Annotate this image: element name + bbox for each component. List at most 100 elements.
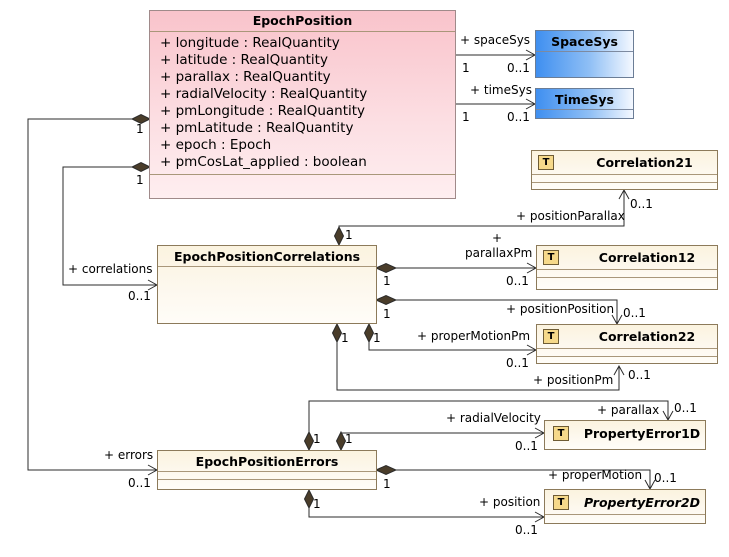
assoc-positionpm-line bbox=[336, 324, 620, 391]
template-type-icon: T bbox=[538, 155, 554, 170]
composition-diamond-errors bbox=[130, 113, 152, 125]
composition-diamond-propermotion bbox=[374, 464, 398, 476]
composition-diamond-parallaxpm bbox=[374, 262, 398, 274]
class-divider bbox=[158, 471, 376, 472]
multiplicity-label: 1 bbox=[136, 173, 144, 187]
multiplicity-label: 1 bbox=[462, 110, 470, 124]
class-divider bbox=[536, 109, 633, 110]
class-correlation22-title: Correlation22 bbox=[598, 329, 696, 344]
class-correlation12[interactable]: T Correlation12 bbox=[536, 245, 718, 290]
class-epoch-position-correlations[interactable]: EpochPositionCorrelations bbox=[157, 245, 377, 324]
role-label-parallax: + parallax bbox=[597, 403, 660, 417]
class-divider bbox=[532, 182, 717, 183]
multiplicity-label: 0..1 bbox=[128, 289, 151, 303]
class-correlation21[interactable]: T Correlation21 bbox=[531, 150, 718, 190]
multiplicity-label: 1 bbox=[313, 497, 321, 511]
role-label-spacesys: + spaceSys bbox=[460, 33, 531, 47]
class-divider bbox=[537, 269, 717, 270]
class-epoch-position-errors-title: EpochPositionErrors bbox=[195, 454, 339, 469]
multiplicity-label: 1 bbox=[313, 432, 321, 446]
multiplicity-label: 1 bbox=[341, 331, 349, 345]
role-label-positionparallax: + positionParallax bbox=[516, 209, 625, 223]
class-correlation22[interactable]: T Correlation22 bbox=[536, 324, 718, 364]
class-epoch-position-errors[interactable]: EpochPositionErrors bbox=[157, 450, 377, 490]
multiplicity-label: 0..1 bbox=[515, 523, 538, 537]
class-divider bbox=[532, 174, 717, 175]
role-label-positionposition: + positionPosition bbox=[506, 302, 615, 316]
multiplicity-label: 1 bbox=[345, 228, 353, 242]
class-property-error-2d[interactable]: T PropertyError2D bbox=[544, 489, 706, 524]
attribute-latitude: + latitude : RealQuantity bbox=[160, 52, 328, 68]
role-label-errors: + errors bbox=[104, 448, 154, 462]
class-epoch-position[interactable]: EpochPosition + longitude : RealQuantity… bbox=[149, 10, 456, 199]
assoc-positionposition-line bbox=[376, 299, 618, 324]
multiplicity-label: 1 bbox=[462, 61, 470, 75]
role-label-radialvelocity: + radialVelocity bbox=[446, 411, 541, 425]
class-divider bbox=[537, 348, 717, 349]
class-epoch-position-correlations-title: EpochPositionCorrelations bbox=[173, 249, 361, 264]
assoc-positionparallax-arrow bbox=[618, 188, 630, 200]
assoc-errors-line bbox=[27, 118, 157, 471]
assoc-propermotion-line bbox=[376, 469, 651, 489]
multiplicity-label: 0..1 bbox=[506, 274, 529, 288]
template-type-icon: T bbox=[543, 329, 559, 344]
multiplicity-label: 0..1 bbox=[674, 401, 697, 415]
assoc-correlations-line bbox=[62, 166, 157, 286]
composition-diamond-positionposition bbox=[374, 294, 398, 306]
template-type-icon: T bbox=[543, 250, 559, 265]
assoc-positionpm-arrow bbox=[613, 364, 625, 376]
composition-diamond-position bbox=[303, 488, 315, 510]
class-divider bbox=[150, 174, 455, 175]
class-property-error-1d[interactable]: T PropertyError1D bbox=[544, 420, 706, 450]
role-label-positionpm: + positionPm bbox=[533, 373, 614, 387]
role-label-propermotionpm: + properMotionPm bbox=[417, 329, 531, 343]
class-divider bbox=[545, 514, 705, 515]
role-label-position: + position bbox=[479, 495, 541, 509]
composition-diamond-correlations bbox=[130, 161, 152, 173]
role-label-parallaxpm: parallaxPm bbox=[465, 246, 533, 260]
attribute-parallax: + parallax : RealQuantity bbox=[160, 69, 331, 85]
multiplicity-label: 0..1 bbox=[628, 368, 651, 382]
class-time-sys[interactable]: TimeSys bbox=[535, 88, 634, 119]
class-divider bbox=[158, 266, 376, 267]
assoc-parallax-line bbox=[308, 400, 669, 450]
class-divider bbox=[150, 31, 455, 32]
multiplicity-label: 0..1 bbox=[623, 306, 646, 320]
attribute-longitude: + longitude : RealQuantity bbox=[160, 35, 340, 51]
class-space-sys[interactable]: SpaceSys bbox=[535, 30, 634, 78]
role-label-correlations: + correlations bbox=[68, 262, 153, 276]
multiplicity-label: 1 bbox=[373, 331, 381, 345]
composition-diamond-positionpm bbox=[331, 322, 343, 344]
multiplicity-label: 0..1 bbox=[654, 471, 677, 485]
class-time-sys-title: TimeSys bbox=[555, 92, 614, 107]
class-divider bbox=[537, 356, 717, 357]
composition-diamond-parallax bbox=[303, 430, 315, 452]
multiplicity-label: 1 bbox=[345, 432, 353, 446]
class-property-error-1d-title: PropertyError1D bbox=[583, 426, 701, 441]
multiplicity-label: 0..1 bbox=[507, 61, 530, 75]
multiplicity-label: 0..1 bbox=[128, 476, 151, 490]
class-correlation12-title: Correlation12 bbox=[598, 250, 696, 265]
role-label-timesys: + timeSys bbox=[470, 83, 532, 97]
class-correlation21-title: Correlation21 bbox=[596, 155, 693, 170]
attribute-pm-latitude: + pmLatitude : RealQuantity bbox=[160, 120, 354, 136]
assoc-radialvelocity-line bbox=[340, 432, 544, 450]
attribute-radial-velocity: + radialVelocity : RealQuantity bbox=[160, 86, 368, 102]
role-label-parallaxpm-prefix: + bbox=[492, 231, 503, 245]
template-type-icon: T bbox=[553, 495, 569, 510]
attribute-epoch: + epoch : Epoch bbox=[160, 137, 272, 153]
multiplicity-label: 0..1 bbox=[506, 356, 529, 370]
attribute-pm-longitude: + pmLongitude : RealQuantity bbox=[160, 103, 366, 119]
class-space-sys-title: SpaceSys bbox=[551, 34, 618, 49]
multiplicity-label: 1 bbox=[136, 122, 144, 136]
composition-diamond-positionparallax bbox=[333, 225, 345, 247]
class-property-error-2d-title: PropertyError2D bbox=[584, 495, 700, 510]
multiplicity-label: 1 bbox=[383, 274, 391, 288]
class-divider bbox=[537, 277, 717, 278]
attribute-pm-cos-lat-applied: + pmCosLat_applied : boolean bbox=[160, 154, 367, 170]
multiplicity-label: 1 bbox=[383, 477, 391, 491]
multiplicity-label: 0..1 bbox=[507, 110, 530, 124]
role-label-propermotion: + properMotion bbox=[548, 468, 643, 482]
composition-diamond-propermotionpm bbox=[363, 322, 375, 344]
